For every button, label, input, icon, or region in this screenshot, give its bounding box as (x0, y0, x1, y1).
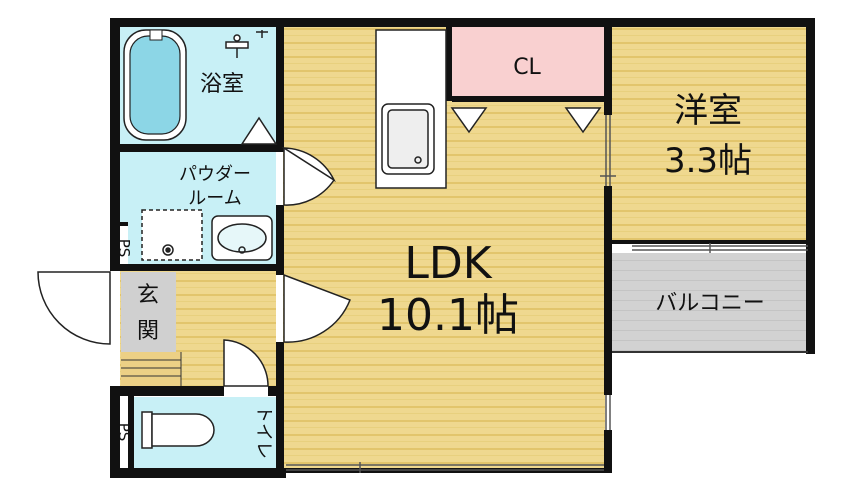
powder-room-label-2: ルーム (188, 188, 241, 209)
closet-door[interactable] (450, 107, 602, 134)
ps-lower-label: PS (115, 423, 133, 442)
ldk-door[interactable] (283, 273, 351, 343)
ldk-bottom-window (286, 462, 604, 473)
genkan-label-2: 関 (137, 319, 159, 344)
genkan-label-1: 玄 (137, 283, 159, 308)
western-room-sliding-door[interactable] (600, 115, 616, 186)
toilet-label: トイレ (253, 405, 274, 459)
kitchen-counter (375, 29, 447, 189)
western-room-label: 洋室 (674, 91, 742, 131)
toilet-door[interactable] (223, 339, 269, 387)
toilet-icon (141, 411, 215, 449)
balcony-label: バルコニー (655, 291, 765, 316)
powder-room-label-1: パウダー (179, 164, 251, 185)
ldk-side-window (605, 395, 611, 430)
western-room-floor (605, 27, 808, 244)
ldk-label: LDK (404, 238, 492, 289)
wash-basin-icon (211, 215, 273, 261)
western-room-size: 3.3帖 (664, 141, 752, 181)
genkan-step (121, 352, 182, 386)
powder-room-door[interactable] (281, 147, 336, 206)
closet-floor (450, 27, 605, 100)
bath-label: 浴室 (200, 72, 244, 97)
ldk-size: 10.1帖 (377, 290, 519, 341)
shower-faucet-icon (225, 30, 268, 58)
bathtub-icon (123, 29, 187, 141)
balcony-floor (612, 253, 808, 352)
washing-machine-icon (141, 209, 203, 261)
closet-label: CL (513, 55, 541, 80)
balcony-window (632, 243, 808, 253)
genkan-tile (121, 272, 176, 352)
ps-upper-label: PS (115, 239, 133, 258)
bath-door[interactable] (240, 116, 278, 145)
entrance-door[interactable] (37, 271, 111, 345)
